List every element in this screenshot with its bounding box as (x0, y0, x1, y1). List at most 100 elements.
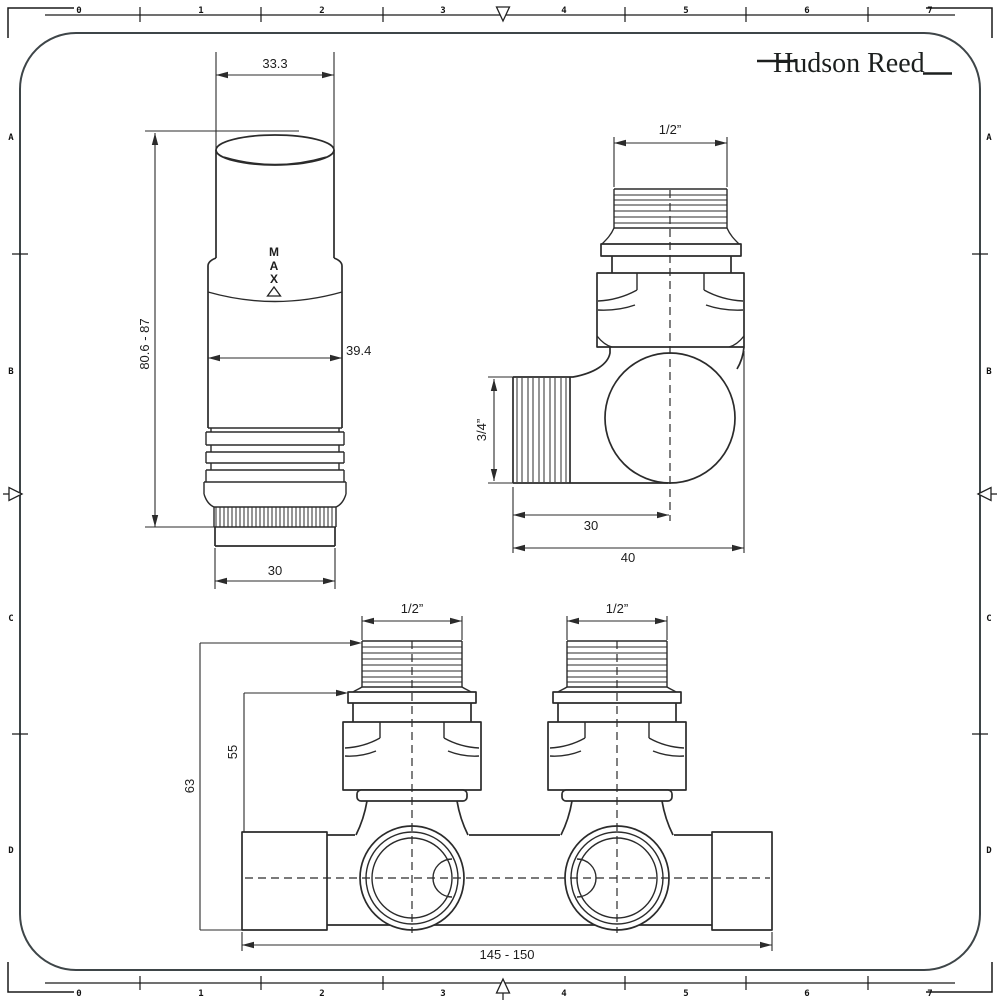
hblock-centerlines (245, 641, 770, 933)
angle-thread-dome (601, 227, 740, 245)
dim-height-label: 80.6 - 87 (137, 318, 152, 369)
hblock-left-cap (241, 831, 328, 931)
angle-valve-outline (512, 188, 745, 484)
angle-flange (600, 243, 742, 257)
top-ruler: 0 1 2 3 4 5 6 7 (45, 6, 955, 23)
top-ruler-number: 7 (927, 6, 932, 16)
brand-logo: Hudson Reed (757, 48, 952, 79)
head-cylinder-sides (215, 150, 335, 258)
dim-hblock-height-union-label: 55 (225, 745, 240, 759)
dim-hblock-height-thread-label: 63 (182, 779, 197, 793)
right-ruler-letter: C (986, 614, 991, 624)
union-base (560, 800, 674, 836)
union-neck (557, 703, 677, 722)
bottom-ruler-number: 6 (804, 989, 809, 999)
port-inner-detail (576, 858, 597, 898)
dim-top-width: 33.3 (215, 52, 335, 150)
dim-hblock-right-thread-label: 1/2” (606, 601, 628, 616)
left-ruler-letter: A (8, 133, 14, 143)
center-marker-triangle-icon (495, 977, 511, 994)
center-marker-triangle-icon (8, 486, 24, 502)
max-letter: X (270, 272, 278, 286)
union-thread-ridges (567, 646, 667, 683)
head-base-section (214, 527, 336, 547)
bottom-ruler-number: 7 (927, 989, 932, 999)
union-neck (352, 703, 472, 722)
head-top-inner-arc (223, 156, 327, 166)
bottom-ruler-number: 4 (561, 989, 567, 999)
left-ruler-letter: C (8, 614, 13, 624)
head-collar-bottom-arc (207, 291, 343, 303)
top-ruler-number: 3 (440, 6, 445, 16)
right-ruler-letter: D (986, 846, 992, 856)
head-knurl-hatch (215, 507, 333, 527)
left-ruler: A B C D (3, 133, 28, 856)
head-grip-rings (203, 427, 347, 508)
h-block-valve-drawing: 1/2” 1/2” 63 55 145 - 150 (182, 601, 773, 962)
dim-angle-center-offset-label: 30 (584, 518, 598, 533)
dim-angle-top-thread: 1/2” (613, 122, 728, 187)
thermostatic-head-drawing: 33.3 M A X 80.6 - 87 (137, 52, 371, 589)
union-thread-ridges (362, 646, 462, 683)
top-ruler-number: 1 (198, 6, 203, 16)
dim-hblock-length-label: 145 - 150 (480, 947, 535, 962)
bottom-ruler-number: 2 (319, 989, 324, 999)
corner-registration-marks (7, 7, 993, 993)
dim-angle-center-offset: 30 (512, 487, 669, 553)
dim-height: 80.6 - 87 (137, 130, 299, 528)
max-setting-label: M A X (266, 245, 282, 297)
angle-side-thread-ridges (516, 378, 567, 482)
angle-top-thread (613, 188, 728, 229)
top-ruler-number: 0 (76, 6, 81, 16)
bottom-ruler-ticks (139, 976, 869, 990)
dim-angle-side-thread: 3/4” (474, 376, 513, 484)
dim-hblock-height-thread: 63 (182, 639, 362, 931)
dim-body-width: 39.4 (208, 343, 371, 362)
dim-base-width-label: 30 (268, 563, 282, 578)
right-ruler-letter: B (986, 367, 992, 377)
top-ruler-number: 6 (804, 6, 809, 16)
head-knurl-band (213, 506, 337, 528)
dim-hblock-right-thread: 1/2” (566, 601, 668, 640)
dim-angle-top-thread-label: 1/2” (659, 122, 681, 137)
dim-angle-total-depth: 40 (513, 351, 745, 565)
right-ruler-ticks (972, 253, 988, 735)
top-ruler-ticks (139, 7, 869, 22)
sheet-border (19, 32, 981, 971)
dim-body-width-label: 39.4 (346, 343, 371, 358)
angle-neck (611, 256, 732, 273)
head-top-face (215, 134, 335, 166)
angle-elbow-body (512, 346, 745, 484)
union-nut-chamfers (549, 722, 685, 757)
dim-angle-side-thread-label: 3/4” (474, 419, 489, 441)
center-marker-triangle-icon (495, 6, 511, 23)
brand-name: Hudson Reed (773, 48, 925, 79)
top-ruler-number: 4 (561, 6, 567, 16)
dim-base-width: 30 (214, 548, 336, 589)
top-ruler-number: 2 (319, 6, 324, 16)
bottom-ruler: 0 1 2 3 4 5 6 7 (45, 976, 955, 1000)
hblock-right-cap (711, 831, 773, 931)
max-letter: M (269, 245, 279, 259)
union-nut-chamfers (344, 722, 480, 757)
dim-hblock-height-union: 55 (225, 689, 348, 832)
right-ruler: A B C D (972, 133, 997, 856)
left-ruler-letter: D (8, 846, 14, 856)
sheet-frame (7, 7, 993, 993)
dim-angle-total-depth-label: 40 (621, 550, 635, 565)
bottom-ruler-number: 3 (440, 989, 445, 999)
max-pointer-triangle-icon (266, 285, 282, 297)
bottom-ruler-number: 5 (683, 989, 688, 999)
dim-hblock-length: 145 - 150 (241, 932, 773, 962)
hblock-body-slab (327, 834, 712, 926)
head-outline (203, 134, 347, 547)
right-ruler-letter: A (986, 133, 992, 143)
dim-top-width-label: 33.3 (262, 56, 287, 71)
left-ruler-letter: B (8, 367, 14, 377)
bottom-ruler-number: 0 (76, 989, 81, 999)
dim-hblock-left-thread: 1/2” (361, 601, 463, 640)
left-ruler-ticks (12, 253, 28, 735)
dim-hblock-left-thread-label: 1/2” (401, 601, 423, 616)
